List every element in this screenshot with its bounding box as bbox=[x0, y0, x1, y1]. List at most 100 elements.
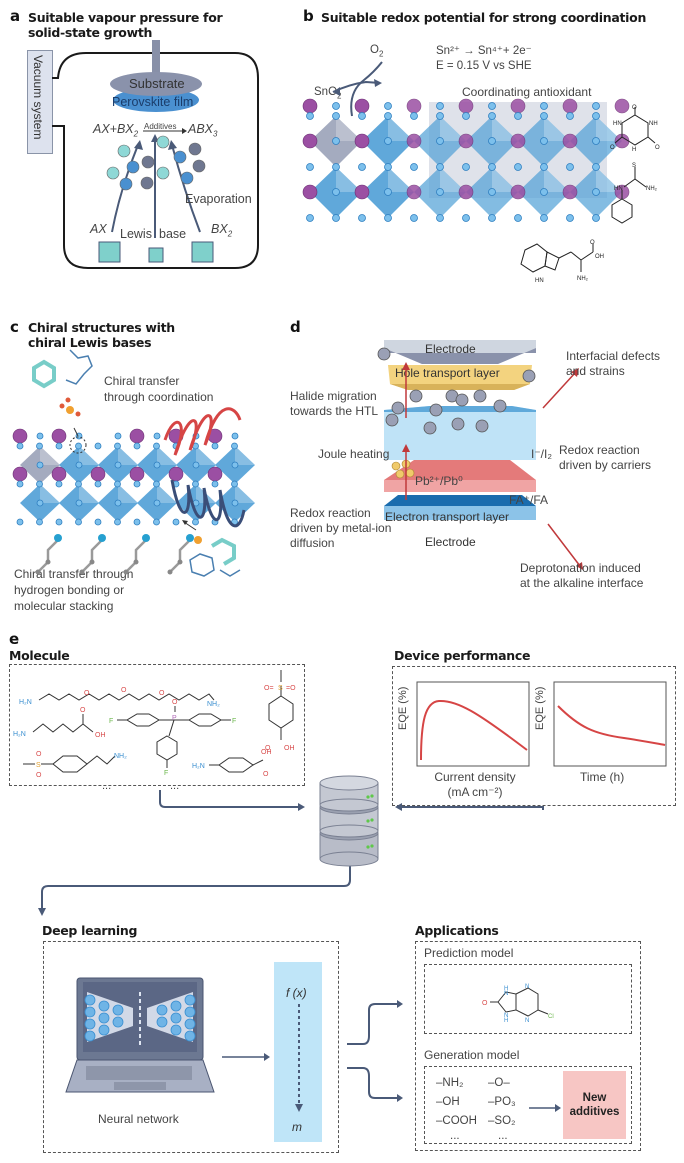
svg-text:=O: =O bbox=[286, 685, 296, 692]
svg-text:O: O bbox=[84, 690, 90, 697]
x-site-anion bbox=[462, 214, 470, 222]
svg-text:P: P bbox=[172, 715, 177, 722]
panel-c-title: Chiral structures with chiral Lewis base… bbox=[28, 320, 175, 350]
ion bbox=[377, 347, 391, 361]
iodide-label: I⁻/I₂ bbox=[531, 447, 552, 461]
x-site-anion bbox=[16, 480, 24, 488]
x-site-anion bbox=[592, 112, 600, 120]
a-site-cation bbox=[90, 466, 106, 482]
substrate-label: Substrate bbox=[129, 76, 185, 91]
perovskite-lattice-c bbox=[12, 349, 255, 577]
etl-label: Electron transport layer bbox=[385, 510, 510, 524]
a-site-cation bbox=[406, 98, 422, 114]
panel-c-title-line1: Chiral structures with bbox=[28, 320, 175, 335]
redox-metal-line2: driven by metal-ion bbox=[290, 521, 392, 535]
o2-label: O2 bbox=[370, 43, 383, 61]
a-site-cation bbox=[562, 184, 578, 200]
x-site-anion bbox=[358, 163, 366, 171]
device-performance-title: Device performance bbox=[394, 648, 531, 663]
plot1-ylabel: EQE (%) bbox=[397, 686, 409, 730]
x-site-anion bbox=[231, 432, 239, 440]
x-site-anion bbox=[94, 442, 102, 450]
deep-learning-box bbox=[43, 941, 339, 1153]
svg-text:O: O bbox=[172, 699, 178, 706]
x-site-anion bbox=[114, 480, 121, 488]
x-site-anion bbox=[410, 214, 418, 222]
redox-carriers-label: Redox reaction driven by carriers bbox=[559, 443, 651, 473]
panel-b-title: Suitable redox potential for strong coor… bbox=[321, 10, 647, 25]
panel-a-title-line1: Suitable vapour pressure for bbox=[28, 10, 223, 25]
x-site-anion bbox=[592, 188, 600, 196]
bottom-electrode bbox=[384, 506, 536, 520]
nn-node bbox=[98, 1012, 110, 1024]
x-site-anion bbox=[36, 480, 43, 488]
fx-label: f (x) bbox=[286, 986, 307, 1000]
dark-helix bbox=[170, 479, 246, 528]
a-site-cation bbox=[510, 184, 526, 200]
x-site-anion bbox=[540, 137, 548, 145]
x-site-anion bbox=[566, 214, 574, 222]
x-site-anion bbox=[172, 518, 180, 526]
x-site-anion bbox=[55, 518, 63, 526]
x-site-anion bbox=[436, 188, 444, 196]
panel-a-title: Suitable vapour pressure for solid-state… bbox=[28, 10, 223, 40]
x-site-anion bbox=[410, 163, 418, 171]
svg-text:O: O bbox=[263, 771, 269, 778]
interfacial-line1: Interfacial defects bbox=[566, 349, 661, 363]
device-stack bbox=[377, 340, 536, 520]
x-site-anion bbox=[114, 518, 121, 526]
x-site-anion bbox=[133, 442, 141, 450]
molecule-box bbox=[9, 664, 305, 786]
x-site-anion bbox=[192, 461, 200, 469]
molecule-ellipsis-2: ... bbox=[170, 780, 180, 792]
substrate-disc bbox=[110, 72, 202, 96]
a-site-cation bbox=[302, 98, 318, 114]
x-site-anion bbox=[436, 163, 444, 171]
molecule-title: Molecule bbox=[9, 648, 70, 663]
x-site-anion bbox=[16, 518, 24, 526]
ax-label: AX bbox=[90, 222, 107, 236]
database-icon bbox=[319, 775, 379, 867]
ion bbox=[423, 421, 437, 435]
svg-text:H: H bbox=[632, 147, 636, 153]
x-site-anion bbox=[133, 518, 141, 526]
chiral-coordination-line2: through coordination bbox=[104, 390, 214, 404]
x-site-anion bbox=[358, 214, 366, 222]
svg-text:N: N bbox=[504, 1013, 508, 1019]
group-nh2: –NH₂ bbox=[436, 1077, 464, 1089]
vacuum-system-box: Vacuum system bbox=[27, 50, 53, 154]
nn-node bbox=[170, 1024, 182, 1036]
svg-text:OH: OH bbox=[261, 749, 272, 756]
a-site-cation bbox=[406, 133, 422, 149]
svg-text:Cl: Cl bbox=[548, 1014, 554, 1020]
svg-text:N: N bbox=[525, 984, 529, 990]
x-site-anion bbox=[153, 461, 161, 469]
svg-text:O: O bbox=[36, 772, 42, 779]
cation-chain bbox=[169, 539, 191, 573]
nn-node bbox=[84, 1006, 96, 1018]
functional-groups-col1: –NH₂ –OH –COOH ... bbox=[436, 1074, 477, 1142]
x-site-anion bbox=[153, 499, 161, 507]
bottom-electrode-dark bbox=[384, 495, 536, 506]
svg-text:S: S bbox=[632, 163, 636, 169]
ammonium-group bbox=[142, 534, 150, 542]
ion bbox=[391, 401, 405, 415]
x-site-anion bbox=[384, 188, 392, 196]
hole-transport-layer bbox=[388, 365, 532, 390]
svg-text:F: F bbox=[232, 718, 236, 725]
evap-arrow-left bbox=[111, 144, 139, 233]
x-site-anion bbox=[514, 163, 522, 171]
a-site-cation bbox=[562, 98, 578, 114]
fx-to-m-dotted-arrow bbox=[295, 1004, 303, 1112]
x-site-anion bbox=[114, 499, 122, 507]
chiral-coordination-label: Chiral transfer through coordination bbox=[104, 373, 213, 405]
ion bbox=[522, 369, 536, 383]
chiral-hbond-line3: molecular stacking bbox=[14, 599, 114, 613]
group-cooh: –COOH bbox=[436, 1115, 477, 1127]
redox-metal-line1: Redox reaction bbox=[290, 506, 371, 520]
functional-groups-col2: –O– –PO₃ –SO₂ ... bbox=[488, 1074, 516, 1142]
x-site-anion bbox=[306, 214, 314, 222]
panel-a-title-line2: solid-state growth bbox=[28, 25, 153, 40]
svg-text:O=: O= bbox=[264, 685, 274, 692]
x-site-anion bbox=[488, 137, 496, 145]
